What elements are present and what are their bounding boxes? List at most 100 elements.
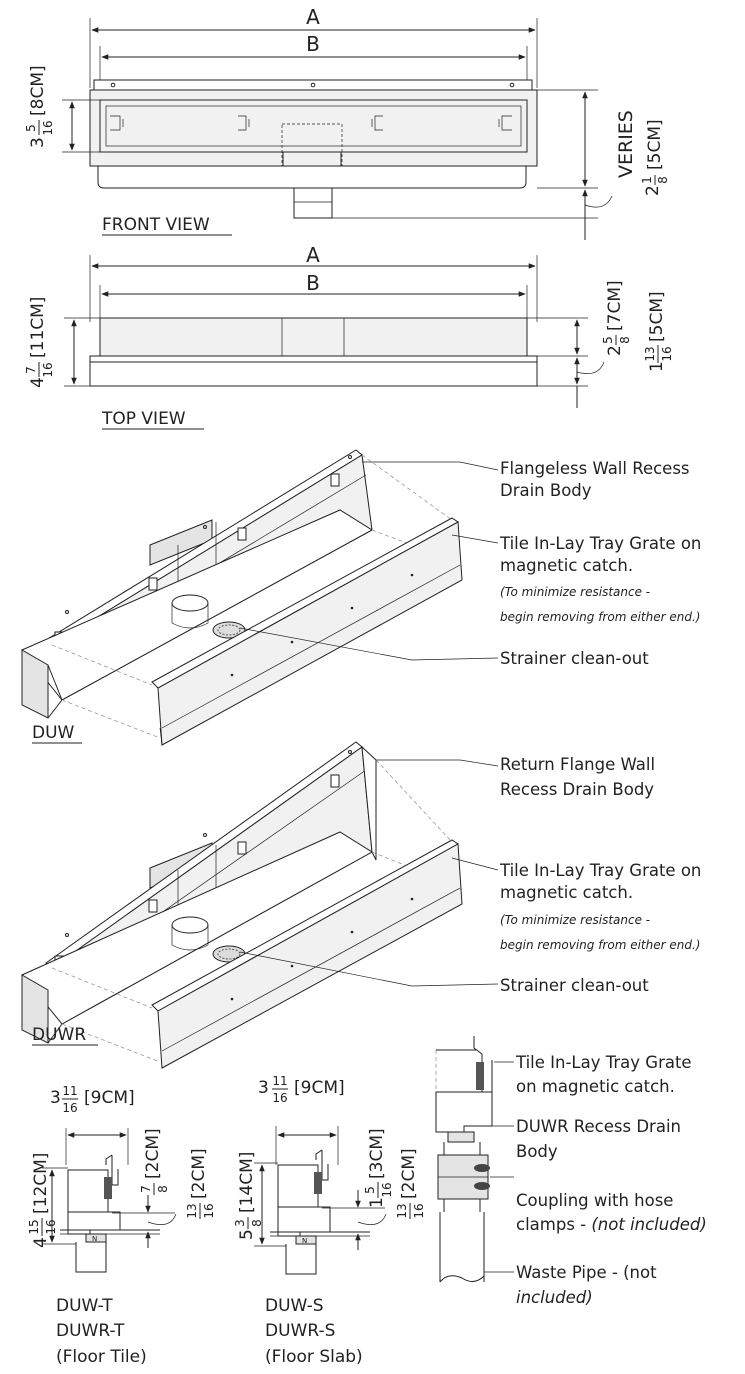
section-t-height-num: 15 [27,1219,41,1234]
top-view-label: TOP VIEW [101,409,186,429]
section-t-width-den: 16 [62,1101,77,1115]
duwr-isometric: DUWR Return Flange Wall Recess Drain Bod… [21,741,701,1069]
front-view-drop-den: 8 [656,176,670,184]
assembly-body-line1: DUWR Recess Drain [516,1117,681,1136]
section-s-b-den: 16 [412,1203,426,1218]
duwr-callout-body-line2: Recess Drain Body [500,780,654,799]
section-s-height-num: 3 [233,1219,247,1227]
top-view-r2-num: 13 [643,346,657,361]
front-view-drop-metric: [5CM] [645,119,665,170]
front-view: A B VERIES 2 1 8 [5C [24,5,670,240]
section-s-width-metric: [9CM] [294,1078,345,1098]
top-view-depth-num: 7 [24,366,38,374]
section-s-width-dim: 3 11 16 [9CM] [258,1074,345,1105]
top-dim-a: A [306,243,320,267]
section-s-label-line3: (Floor Slab) [265,1347,363,1367]
assembly-grate-line2: on magnetic catch. [516,1077,675,1096]
front-view-height-den: 16 [41,120,55,135]
front-view-height-whole: 3 [28,137,48,148]
section-s-b-num: 13 [395,1203,409,1218]
top-view: A B 4 7 16 [11CM] 2 5 8 [7CM] [24,243,674,430]
top-view-r2-whole: 1 [647,361,667,372]
section-s-height-den: 8 [250,1219,264,1227]
top-r1-dim: 2 5 8 [7CM] [601,280,632,356]
section-s-a-dim: 1 5 16 [3CM] [363,1128,394,1208]
top-view-r1-den: 8 [618,336,632,344]
top-view-r2-den: 16 [660,346,674,361]
section-s-label-line2: DUWR-S [265,1321,335,1341]
front-dim-a: A [306,5,320,29]
section-t-width-whole: 3 [50,1088,61,1108]
front-top-flange [93,79,533,91]
assembly-section: Tile In-Lay Tray Grate on magnetic catch… [435,1036,707,1307]
duwr-callout-body-line1: Return Flange Wall [500,755,655,774]
section-floor-slab: 3 11 16 [9CM] N 5 3 8 [14CM] [233,1074,426,1367]
assembly-grate-line1: Tile In-Lay Tray Grate [515,1053,692,1072]
section-t-b-num: 13 [185,1203,199,1218]
section-t-height-den: 16 [44,1219,58,1234]
section-s-a-whole: 1 [367,1197,387,1208]
section-t-label-line2: DUWR-T [56,1321,125,1341]
section-s-width-whole: 3 [258,1078,269,1098]
section-s-a-num: 5 [363,1186,377,1194]
section-t-a-dim: 7 8 [2CM] [139,1128,170,1195]
assembly-coupling-l2: clamps - [516,1215,591,1234]
section-t-width-num: 11 [62,1084,77,1098]
section-t-label-line3: (Floor Tile) [56,1347,147,1367]
top-view-depth-metric: [11CM] [28,297,48,358]
duw-callout-body-line2: Drain Body [500,481,592,500]
front-drain-body [89,89,538,167]
top-view-r1-num: 5 [601,336,615,344]
duw-callout-grate-line1: Tile In-Lay Tray Grate on [499,534,701,553]
duwr-callout-grate-line1: Tile In-Lay Tray Grate on [499,861,701,880]
top-drain-body [99,317,528,357]
top-view-depth-whole: 4 [28,377,48,388]
svg-text:N: N [92,1235,97,1243]
section-t-b-dim: 13 16 [2CM] [185,1148,216,1219]
section-s-label-line1: DUW-S [265,1296,324,1316]
front-drop-dim: 2 1 8 [5CM] [640,119,670,196]
assembly-waste-line1: Waste Pipe - (not [516,1263,657,1282]
assembly-body-line2: Body [516,1142,558,1161]
front-view-drop-whole: 2 [643,185,663,196]
section-t-label-line1: DUW-T [56,1296,113,1316]
duwr-callout-strainer: Strainer clean-out [500,976,649,995]
duw-callout-grate-line2: magnetic catch. [500,556,633,575]
duwr-note-line2: begin removing from either end.) [500,938,700,952]
section-t-height-dim: 4 15 16 [12CM] [27,1153,58,1248]
section-s-a-den: 16 [380,1182,394,1197]
assembly-coupling-l2-italic: (not included) [591,1215,706,1234]
section-s-a-metric: [3CM] [367,1128,387,1179]
svg-text:N: N [302,1237,307,1245]
section-t-width-dim: 3 11 16 [9CM] [50,1084,135,1115]
front-view-height-metric: [8CM] [28,65,48,116]
duwr-callout-grate-line2: magnetic catch. [500,883,633,902]
front-outlet-pipe [293,187,333,219]
top-dim-b: B [306,271,320,295]
front-view-height-num: 5 [24,124,38,132]
top-depth-dim: 4 7 16 [11CM] [24,297,55,388]
duw-callout-strainer: Strainer clean-out [500,649,649,668]
section-s-width-num: 11 [272,1074,287,1088]
top-flange [89,361,538,387]
section-floor-tile: 3 11 16 [9CM] N 4 15 16 [12CM] [27,1084,216,1367]
section-t-b-den: 16 [202,1203,216,1218]
assembly-coupling-line1: Coupling with hose [516,1191,673,1210]
duw-note-line1: (To minimize resistance - [500,585,650,599]
section-t-b-metric: [2CM] [189,1148,209,1199]
front-height-dim: 3 5 16 [8CM] [24,65,55,148]
duw-note-line2: begin removing from either end.) [500,610,700,624]
section-t-width-metric: [9CM] [84,1088,135,1108]
section-t-a-den: 8 [156,1185,170,1193]
section-t-a-num: 7 [139,1185,153,1193]
duwr-note-line1: (To minimize resistance - [500,913,650,927]
section-s-height-whole: 5 [237,1229,257,1240]
section-s-height-dim: 5 3 8 [14CM] [233,1152,264,1240]
top-view-depth-den: 16 [41,362,55,377]
front-lower-trough [97,166,527,189]
section-s-width-den: 16 [272,1091,287,1105]
front-dim-b: B [306,32,320,56]
section-s-b-dim: 13 16 [2CM] [395,1148,426,1219]
section-t-a-metric: [2CM] [143,1128,163,1179]
